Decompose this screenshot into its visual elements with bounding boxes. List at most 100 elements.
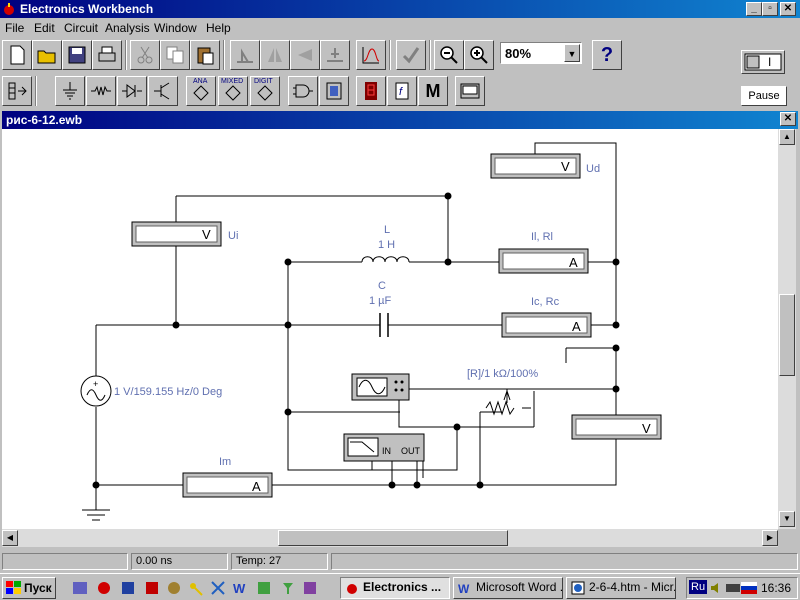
junction: [612, 344, 620, 352]
copy-button[interactable]: [160, 40, 190, 70]
flip-horizontal-button[interactable]: [260, 40, 290, 70]
amp-letter: A: [252, 479, 261, 494]
scroll-left-arrow-icon[interactable]: ◀: [2, 530, 18, 546]
circuit-canvas[interactable]: + 1 V/159.155 Hz/0 Deg L 1 H C 1 µF [R]/…: [2, 129, 778, 529]
menu-circuit[interactable]: Circuit: [64, 21, 99, 35]
digital-ics-bin-button[interactable]: DIGIT: [250, 76, 280, 106]
analog-ic-icon: [193, 85, 209, 101]
zoom-out-button[interactable]: [434, 40, 464, 70]
quick-launch-icon[interactable]: [210, 580, 226, 596]
menu-file[interactable]: File: [5, 21, 25, 35]
transistors-bin-button[interactable]: [148, 76, 178, 106]
diodes-bin-button[interactable]: [117, 76, 147, 106]
scroll-up-arrow-icon[interactable]: ▲: [779, 129, 795, 145]
horizontal-scrollbar[interactable]: ◀ ▶: [2, 529, 778, 547]
ammeter-ic[interactable]: A: [501, 312, 592, 338]
russian-flag-icon[interactable]: [741, 582, 757, 594]
windows-logo-icon: [6, 581, 21, 594]
language-indicator[interactable]: Ru: [689, 580, 708, 594]
task-microsoft-word[interactable]: W Microsoft Word ...: [453, 577, 563, 599]
meter-ui-label: Ui: [228, 230, 238, 242]
favorites-bin-button[interactable]: [2, 76, 32, 106]
resistor-icon: [91, 85, 111, 96]
word-icon[interactable]: W: [232, 580, 248, 596]
svg-text:W: W: [233, 581, 246, 596]
status-time: 0.00 ns: [131, 553, 228, 570]
speaker-icon[interactable]: [709, 581, 723, 595]
quick-launch-icon[interactable]: [166, 580, 182, 596]
horizontal-scroll-thumb[interactable]: [278, 530, 508, 546]
ammeter-im[interactable]: A: [182, 472, 273, 498]
scroll-down-arrow-icon[interactable]: ▼: [779, 511, 795, 527]
power-switch[interactable]: I: [741, 50, 785, 74]
miscellaneous-bin-button[interactable]: M: [418, 76, 448, 106]
scroll-right-arrow-icon[interactable]: ▶: [762, 530, 778, 546]
document-title: рис-6-12.ewb: [6, 113, 83, 127]
menu-window[interactable]: Window: [154, 21, 197, 35]
volt-letter: V: [561, 159, 570, 174]
task-internet-explorer[interactable]: 2-6-4.htm - Micr...: [566, 577, 676, 599]
rotate-button[interactable]: [230, 40, 260, 70]
new-button[interactable]: [2, 40, 32, 70]
digital-bin-button[interactable]: [319, 76, 349, 106]
zoom-select[interactable]: 80% ▼: [500, 42, 582, 64]
vertical-scrollbar[interactable]: ▲ ▼: [778, 129, 796, 529]
component-properties-button[interactable]: [320, 40, 350, 70]
voltmeter-ud[interactable]: V: [490, 153, 581, 179]
junction: [92, 481, 100, 489]
inductor[interactable]: [361, 256, 410, 263]
ac-voltage-source[interactable]: +: [80, 375, 112, 407]
ammeter-il[interactable]: A: [498, 248, 589, 274]
analog-ics-bin-button[interactable]: ANA: [186, 76, 216, 106]
junction: [284, 258, 292, 266]
close-button[interactable]: ✕: [780, 2, 796, 16]
component-properties-icon: [327, 48, 343, 62]
oscilloscope[interactable]: [351, 373, 410, 401]
flip-vertical-button[interactable]: [290, 40, 320, 70]
document-close-button[interactable]: ✕: [780, 112, 796, 126]
quick-launch-icon[interactable]: [120, 580, 136, 596]
start-label: Пуск: [24, 581, 52, 595]
quick-launch-icon[interactable]: [144, 580, 160, 596]
mixed-ics-bin-button[interactable]: MIXED: [218, 76, 248, 106]
keyboard-icon[interactable]: [725, 581, 741, 595]
indicators-bin-button[interactable]: [356, 76, 386, 106]
logic-gates-bin-button[interactable]: [288, 76, 318, 106]
sources-bin-button[interactable]: [55, 76, 85, 106]
help-button[interactable]: ?: [592, 40, 622, 70]
bode-plotter[interactable]: IN OUT: [343, 433, 425, 462]
quick-launch-icon[interactable]: [256, 580, 272, 596]
create-subcircuit-button[interactable]: [356, 40, 386, 70]
menu-edit[interactable]: Edit: [34, 21, 55, 35]
save-button[interactable]: [62, 40, 92, 70]
key-icon[interactable]: [188, 580, 204, 596]
instruments-bin-button[interactable]: [455, 76, 485, 106]
cut-button[interactable]: [130, 40, 160, 70]
start-button[interactable]: Пуск: [2, 577, 56, 599]
task-electronics-workbench[interactable]: Electronics ...: [340, 577, 450, 599]
vertical-scroll-thumb[interactable]: [779, 294, 795, 376]
print-button[interactable]: [92, 40, 122, 70]
analysis-graphs-button[interactable]: [396, 40, 426, 70]
paste-button[interactable]: [190, 40, 220, 70]
basic-bin-button[interactable]: [86, 76, 116, 106]
ground-source-icon: [63, 82, 77, 100]
quick-launch-icon[interactable]: [280, 580, 296, 596]
inductor-value: 1 H: [378, 239, 395, 251]
zoom-in-button[interactable]: [464, 40, 494, 70]
menu-analysis[interactable]: Analysis: [105, 21, 150, 35]
quick-launch-icon[interactable]: [96, 580, 112, 596]
minimize-button[interactable]: _: [746, 2, 762, 16]
quick-launch-icon[interactable]: [302, 580, 318, 596]
potentiometer[interactable]: [485, 390, 515, 416]
open-button[interactable]: [32, 40, 62, 70]
controls-bin-button[interactable]: f: [387, 76, 417, 106]
capacitor[interactable]: [379, 313, 389, 337]
maximize-button[interactable]: ▫: [762, 2, 778, 16]
voltmeter-ui[interactable]: V: [131, 221, 222, 247]
chevron-down-icon[interactable]: ▼: [564, 44, 580, 62]
quick-launch-icon[interactable]: [72, 580, 88, 596]
pause-button[interactable]: Pause: [741, 86, 787, 106]
voltmeter-right[interactable]: V: [571, 414, 662, 440]
menu-help[interactable]: Help: [206, 21, 231, 35]
